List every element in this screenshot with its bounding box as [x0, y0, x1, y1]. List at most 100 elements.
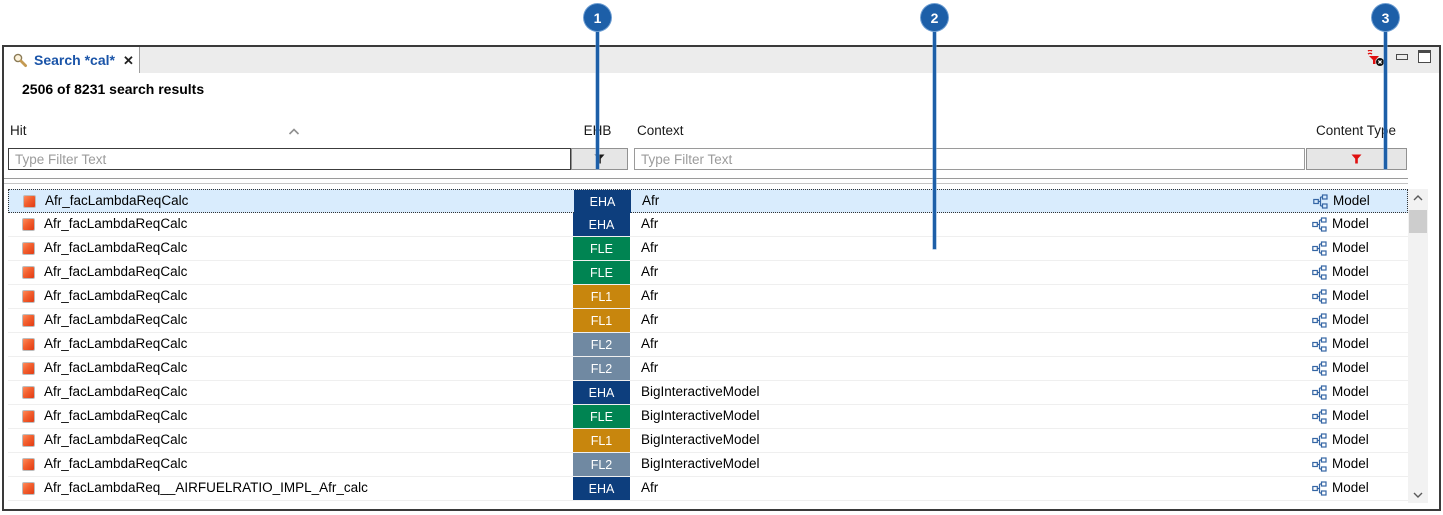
context-label: Afr — [642, 193, 660, 208]
table-row[interactable]: Afr_facLambdaReqCalc EHA Afr Model — [8, 189, 1408, 213]
context-label: BigInteractiveModel — [641, 384, 760, 399]
hit-label: Afr_facLambdaReq__AIRFUELRATIO_IMPL_Afr_… — [44, 480, 368, 495]
tab-strip: Search *cal* ✕ — [4, 47, 1439, 73]
model-icon — [1312, 337, 1327, 355]
model-icon — [1312, 217, 1327, 235]
model-icon — [1312, 481, 1327, 499]
table-row[interactable]: Afr_facLambdaReq__AIRFUELRATIO_IMPL_Afr_… — [8, 477, 1408, 501]
header-separator — [4, 178, 1408, 179]
ehb-badge: EHA — [574, 190, 631, 213]
context-label: Afr — [641, 360, 659, 375]
model-icon — [1312, 313, 1327, 331]
content-type-label: Model — [1332, 360, 1369, 375]
table-row[interactable]: Afr_facLambdaReqCalc FLE BigInteractiveM… — [8, 405, 1408, 429]
search-icon — [12, 52, 28, 68]
hit-label: Afr_facLambdaReqCalc — [44, 240, 188, 255]
ehb-badge: FLE — [573, 405, 630, 428]
content-type-label: Model — [1332, 240, 1369, 255]
tab-close-icon[interactable]: ✕ — [122, 52, 134, 68]
context-label: BigInteractiveModel — [641, 456, 760, 471]
calibration-block-icon — [22, 338, 35, 351]
results-list: Afr_facLambdaReqCalc EHA Afr Model Afr_f… — [8, 189, 1408, 501]
table-row[interactable]: Afr_facLambdaReqCalc FLE Afr Model — [8, 237, 1408, 261]
calibration-block-icon — [22, 458, 35, 471]
calibration-block-icon — [22, 266, 35, 279]
table-row[interactable]: Afr_facLambdaReqCalc FL2 BigInteractiveM… — [8, 453, 1408, 477]
context-label: Afr — [641, 264, 659, 279]
content-type-label: Model — [1332, 336, 1369, 351]
ehb-badge: FL1 — [573, 309, 630, 332]
callout-2-marker: 2 — [921, 4, 948, 31]
content-type-label: Model — [1332, 384, 1369, 399]
scroll-up-icon[interactable] — [1408, 189, 1428, 206]
scroll-down-icon[interactable] — [1408, 486, 1428, 503]
scrollbar-thumb[interactable] — [1409, 210, 1427, 233]
calibration-block-icon — [22, 218, 35, 231]
model-icon — [1312, 265, 1327, 283]
ehb-badge: EHA — [573, 381, 630, 404]
ehb-filter-funnel-icon — [594, 154, 605, 164]
hit-filter-input[interactable] — [8, 148, 571, 170]
table-row[interactable]: Afr_facLambdaReqCalc FLE Afr Model — [8, 261, 1408, 285]
model-icon — [1312, 361, 1327, 379]
context-label: Afr — [641, 480, 659, 495]
context-label: BigInteractiveModel — [641, 432, 760, 447]
ehb-badge: EHA — [573, 477, 630, 500]
column-header-content-type[interactable]: Content Type — [1315, 123, 1397, 138]
table-row[interactable]: Afr_facLambdaReqCalc EHA Afr Model — [8, 213, 1408, 237]
column-header-hit[interactable]: Hit — [10, 123, 27, 138]
hit-label: Afr_facLambdaReqCalc — [45, 193, 189, 208]
content-type-label: Model — [1332, 480, 1369, 495]
context-label: BigInteractiveModel — [641, 408, 760, 423]
content-type-label: Model — [1332, 216, 1369, 231]
model-icon — [1313, 194, 1328, 212]
tab-title: Search *cal* — [34, 52, 115, 68]
vertical-scrollbar[interactable] — [1408, 189, 1428, 503]
calibration-block-icon — [22, 362, 35, 375]
ehb-badge: FL1 — [573, 285, 630, 308]
header-separator-2 — [4, 183, 1408, 184]
table-row[interactable]: Afr_facLambdaReqCalc FL2 Afr Model — [8, 333, 1408, 357]
ehb-filter-button[interactable] — [571, 148, 628, 170]
table-row[interactable]: Afr_facLambdaReqCalc FL1 Afr Model — [8, 285, 1408, 309]
content-type-filter-button[interactable] — [1306, 148, 1407, 170]
context-label: Afr — [641, 336, 659, 351]
context-filter-input[interactable] — [634, 148, 1305, 170]
ehb-badge: EHA — [573, 213, 630, 236]
minimize-icon[interactable] — [1396, 54, 1408, 60]
calibration-block-icon — [22, 242, 35, 255]
calibration-block-icon — [23, 195, 36, 208]
tab-search-results[interactable]: Search *cal* ✕ — [4, 47, 140, 73]
clear-all-filters-icon[interactable] — [1367, 50, 1386, 67]
table-row[interactable]: Afr_facLambdaReqCalc FL1 BigInteractiveM… — [8, 429, 1408, 453]
ehb-badge: FL2 — [573, 453, 630, 476]
sort-ascending-icon[interactable] — [288, 123, 300, 141]
search-view-panel: Search *cal* ✕ 2506 of 8231 search resul… — [2, 45, 1441, 511]
hit-label: Afr_facLambdaReqCalc — [44, 456, 188, 471]
hit-label: Afr_facLambdaReqCalc — [44, 384, 188, 399]
column-header-context[interactable]: Context — [637, 123, 684, 138]
calibration-block-icon — [22, 290, 35, 303]
content-type-label: Model — [1332, 288, 1369, 303]
content-type-label: Model — [1332, 408, 1369, 423]
search-results-summary: 2506 of 8231 search results — [22, 81, 205, 97]
hit-label: Afr_facLambdaReqCalc — [44, 408, 188, 423]
calibration-block-icon — [22, 482, 35, 495]
hit-label: Afr_facLambdaReqCalc — [44, 288, 188, 303]
table-row[interactable]: Afr_facLambdaReqCalc EHA BigInteractiveM… — [8, 381, 1408, 405]
table-row[interactable]: Afr_facLambdaReqCalc FL1 Afr Model — [8, 309, 1408, 333]
content-type-filter-funnel-icon — [1351, 154, 1362, 164]
model-icon — [1312, 457, 1327, 475]
callout-3-marker: 3 — [1372, 4, 1399, 31]
content-type-label: Model — [1333, 193, 1370, 208]
maximize-icon[interactable] — [1418, 50, 1431, 63]
hit-label: Afr_facLambdaReqCalc — [44, 216, 188, 231]
model-icon — [1312, 385, 1327, 403]
model-icon — [1312, 409, 1327, 427]
context-label: Afr — [641, 216, 659, 231]
calibration-block-icon — [22, 314, 35, 327]
hit-label: Afr_facLambdaReqCalc — [44, 432, 188, 447]
table-row[interactable]: Afr_facLambdaReqCalc FL2 Afr Model — [8, 357, 1408, 381]
column-header-ehb[interactable]: EHB — [583, 123, 612, 138]
